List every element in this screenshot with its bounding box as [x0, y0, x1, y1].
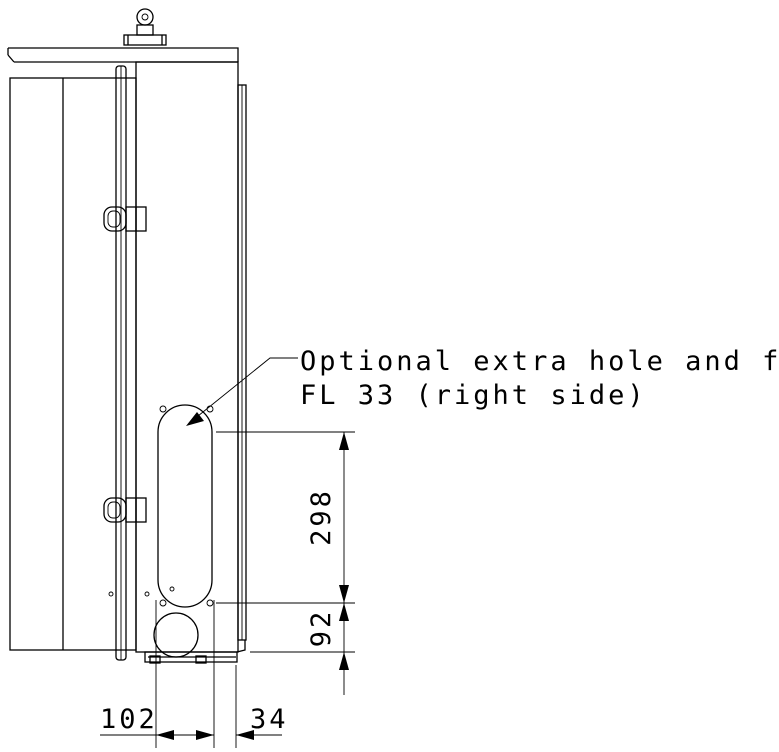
callout-line-2: FL 33 (right side)	[300, 380, 647, 411]
screw-holes	[108, 405, 214, 607]
callout-leader	[186, 357, 298, 426]
dimension-label-102: 102	[100, 704, 158, 735]
dimension-92	[339, 603, 349, 695]
cabinet-roof	[7, 47, 239, 63]
callout-line-1: Optional extra hole and flange	[300, 346, 779, 377]
lower-hinge	[103, 497, 147, 523]
dimension-label-92: 92	[306, 609, 337, 648]
dimension-bottom	[100, 730, 282, 740]
dimension-label-298: 298	[306, 488, 337, 546]
bottom-cable-hole	[153, 612, 199, 658]
upper-hinge	[103, 206, 147, 232]
dimension-extension-lines	[155, 431, 355, 748]
dimension-298	[339, 432, 349, 603]
base-plinth	[144, 640, 246, 664]
door-frame-bar	[115, 65, 127, 661]
cabinet-body	[9, 61, 247, 653]
top-lifting-eye	[123, 8, 167, 46]
dimension-label-34: 34	[250, 704, 289, 735]
optional-hole-outline	[157, 404, 213, 608]
